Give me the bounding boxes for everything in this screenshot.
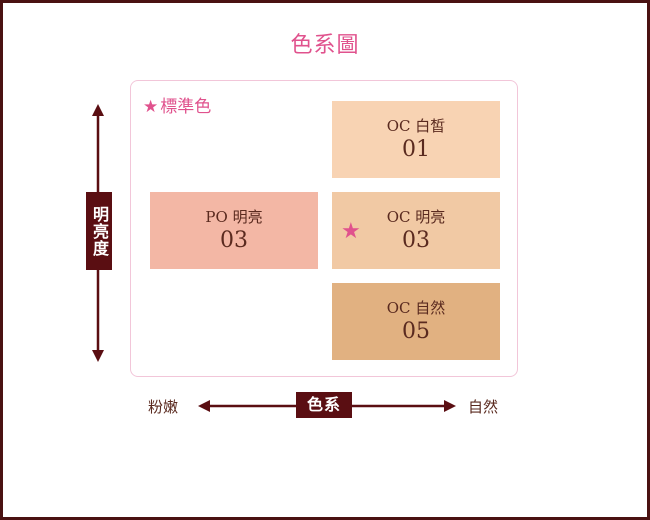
page-title: 色系圖 [290, 33, 360, 58]
swatch-oc-bright: OC 明亮 03 [332, 192, 500, 269]
swatch-number: 01 [402, 136, 430, 162]
swatch-oc-natural: OC 自然 05 [332, 283, 500, 360]
axis-right-label: 自然 [468, 398, 499, 416]
axis-left-label: 粉嫩 [148, 398, 179, 416]
swatch-number: 03 [402, 227, 430, 253]
star-icon: ★ [143, 97, 159, 117]
legend-label: 標準色 [160, 97, 212, 117]
standard-star-icon: ★ [341, 219, 361, 244]
swatch-number: 03 [220, 227, 248, 253]
swatch-name: OC 明亮 [386, 207, 446, 226]
color-axis-label: 色系 [296, 392, 352, 418]
swatch-panel [130, 80, 518, 377]
brightness-axis-label: 明亮度 [86, 192, 112, 270]
swatch-number: 05 [402, 318, 430, 344]
swatch-po-bright: PO 明亮 03 [150, 192, 318, 269]
legend: ★標準色 [143, 92, 211, 117]
swatch-name: OC 白皙 [386, 116, 446, 135]
swatch-name: PO 明亮 [205, 207, 263, 226]
swatch-oc-fair: OC 白皙 01 [332, 101, 500, 178]
swatch-name: OC 自然 [386, 298, 446, 317]
